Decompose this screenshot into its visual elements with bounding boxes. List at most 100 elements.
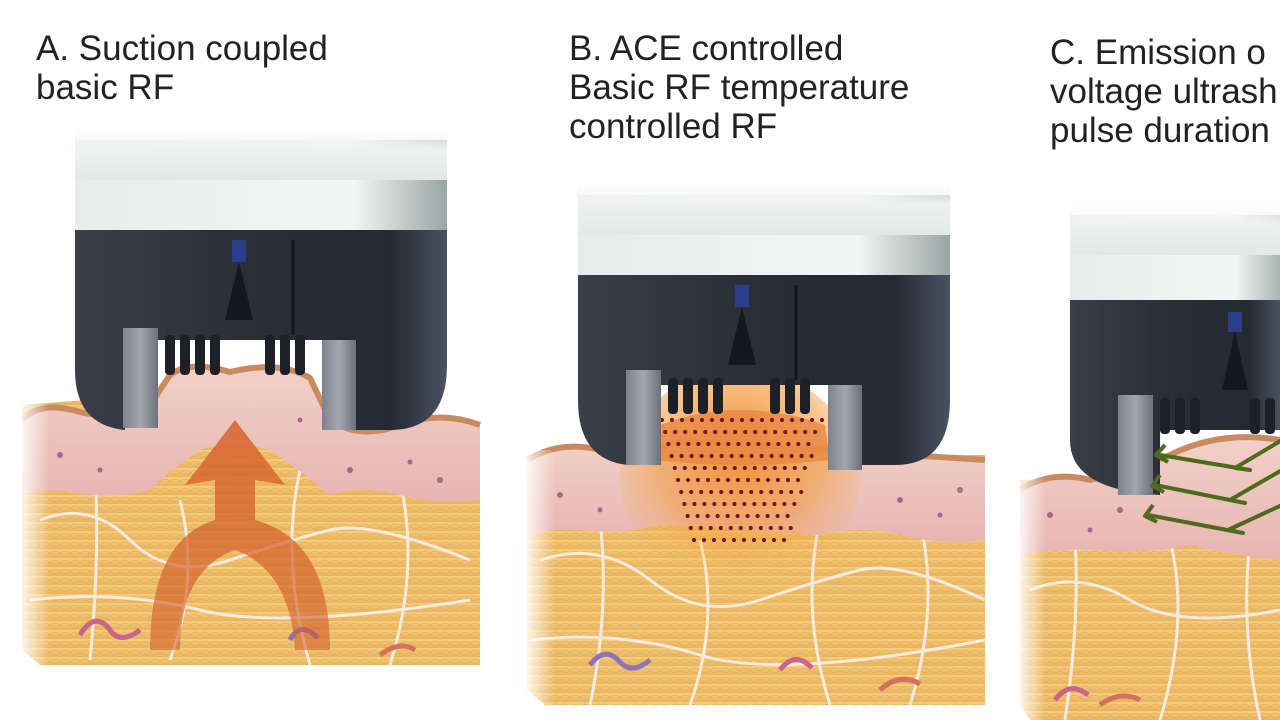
heat-dot (732, 465, 737, 471)
heat-dot (718, 525, 723, 531)
heat-dot (762, 501, 767, 507)
heat-dot (779, 453, 784, 459)
heat-dot (752, 465, 757, 471)
heat-dot (689, 453, 694, 459)
heat-dot (722, 465, 727, 471)
heat-dot (706, 441, 711, 447)
heat-dot (675, 477, 681, 483)
heat-dot (746, 441, 751, 447)
heat-dot (789, 417, 795, 423)
heat-dot (666, 441, 671, 447)
heat-dot (719, 453, 724, 459)
heat-dot (722, 501, 727, 507)
heat-dot (819, 417, 825, 423)
heat-dot (773, 429, 778, 435)
heat-dot (712, 501, 717, 507)
heat-dot (729, 453, 734, 459)
panel-b-vessels (588, 651, 922, 692)
panel-b-handpiece (578, 175, 950, 470)
panel-c-caption-line-2: voltage ultrash (1050, 72, 1278, 111)
heat-dot (686, 441, 691, 447)
heat-dot (676, 441, 681, 447)
heat-dot (752, 501, 757, 507)
heat-dot (772, 465, 777, 471)
panel-b-caption-line-2: Basic RF temperature (569, 68, 910, 107)
heat-dot (733, 429, 738, 435)
panel-c-lightning-arrows (1143, 438, 1280, 535)
heat-dot (685, 477, 691, 483)
heat-dot (725, 477, 731, 483)
heat-dot (693, 429, 698, 435)
heat-dot (796, 441, 801, 447)
heat-dot (688, 525, 693, 531)
heat-dot (731, 537, 737, 543)
heat-dot (799, 489, 804, 495)
heat-dot (735, 513, 740, 519)
heat-dot (711, 537, 717, 543)
panel-c-caption: C. Emission o voltage ultrash pulse dura… (1050, 33, 1280, 150)
heat-dot (735, 477, 741, 483)
heat-dot (776, 441, 781, 447)
heat-dot (689, 417, 695, 423)
heat-dot (742, 501, 747, 507)
heat-dot (705, 513, 710, 519)
heat-dot (813, 429, 818, 435)
heat-dot (702, 465, 707, 471)
heat-dot (703, 429, 708, 435)
heat-dot (782, 465, 787, 471)
heat-dot (679, 417, 685, 423)
heat-dot (739, 489, 744, 495)
panel-c-diagram (1018, 195, 1280, 720)
heat-dot (755, 513, 760, 519)
heat-dot (679, 489, 684, 495)
heat-dot (763, 429, 768, 435)
heat-dot (782, 501, 787, 507)
heat-dot (701, 537, 707, 543)
heat-dot (769, 417, 775, 423)
heat-dot (716, 441, 721, 447)
heat-dot (785, 477, 791, 483)
heat-dot (792, 501, 797, 507)
heat-dot (725, 513, 730, 519)
heat-dot (809, 417, 815, 423)
heat-dot (749, 489, 754, 495)
heat-dot (726, 441, 731, 447)
panel-c-caption-line-3: pulse duration (1050, 111, 1270, 150)
panel-b-heat-dot-grid (659, 417, 825, 543)
heat-dot (702, 501, 707, 507)
heat-dot (806, 441, 811, 447)
heat-dot (742, 465, 747, 471)
panel-a-handpiece (75, 120, 447, 430)
heat-dot (709, 417, 715, 423)
heat-dot (779, 417, 785, 423)
heat-dot (799, 417, 805, 423)
heat-dot (696, 441, 701, 447)
heat-dot (669, 453, 674, 459)
heat-dot (771, 537, 777, 543)
heat-dot (751, 537, 757, 543)
heat-dot (732, 501, 737, 507)
heat-dot (792, 465, 797, 471)
panel-a-caption-line-2: basic RF (36, 68, 175, 107)
heat-dot (695, 477, 701, 483)
heat-dot (788, 525, 793, 531)
heat-dot (719, 417, 725, 423)
heat-dot (705, 477, 711, 483)
heat-dot (789, 489, 794, 495)
panel-b-caption-line-3: controlled RF (569, 107, 778, 146)
heat-dot (741, 537, 747, 543)
heat-dot (729, 417, 735, 423)
heat-dot (778, 525, 783, 531)
panel-c-handpiece (1070, 195, 1280, 495)
heat-dot (669, 417, 675, 423)
heat-dot (712, 465, 717, 471)
heat-dot (708, 525, 713, 531)
heat-dot (699, 489, 704, 495)
heat-dot (683, 429, 688, 435)
heat-dot (723, 429, 728, 435)
heat-dot (758, 525, 763, 531)
panel-b-caption-line-1: B. ACE controlled (569, 29, 844, 68)
heat-dot (755, 477, 761, 483)
heat-dot (802, 465, 807, 471)
heat-dot (715, 513, 720, 519)
